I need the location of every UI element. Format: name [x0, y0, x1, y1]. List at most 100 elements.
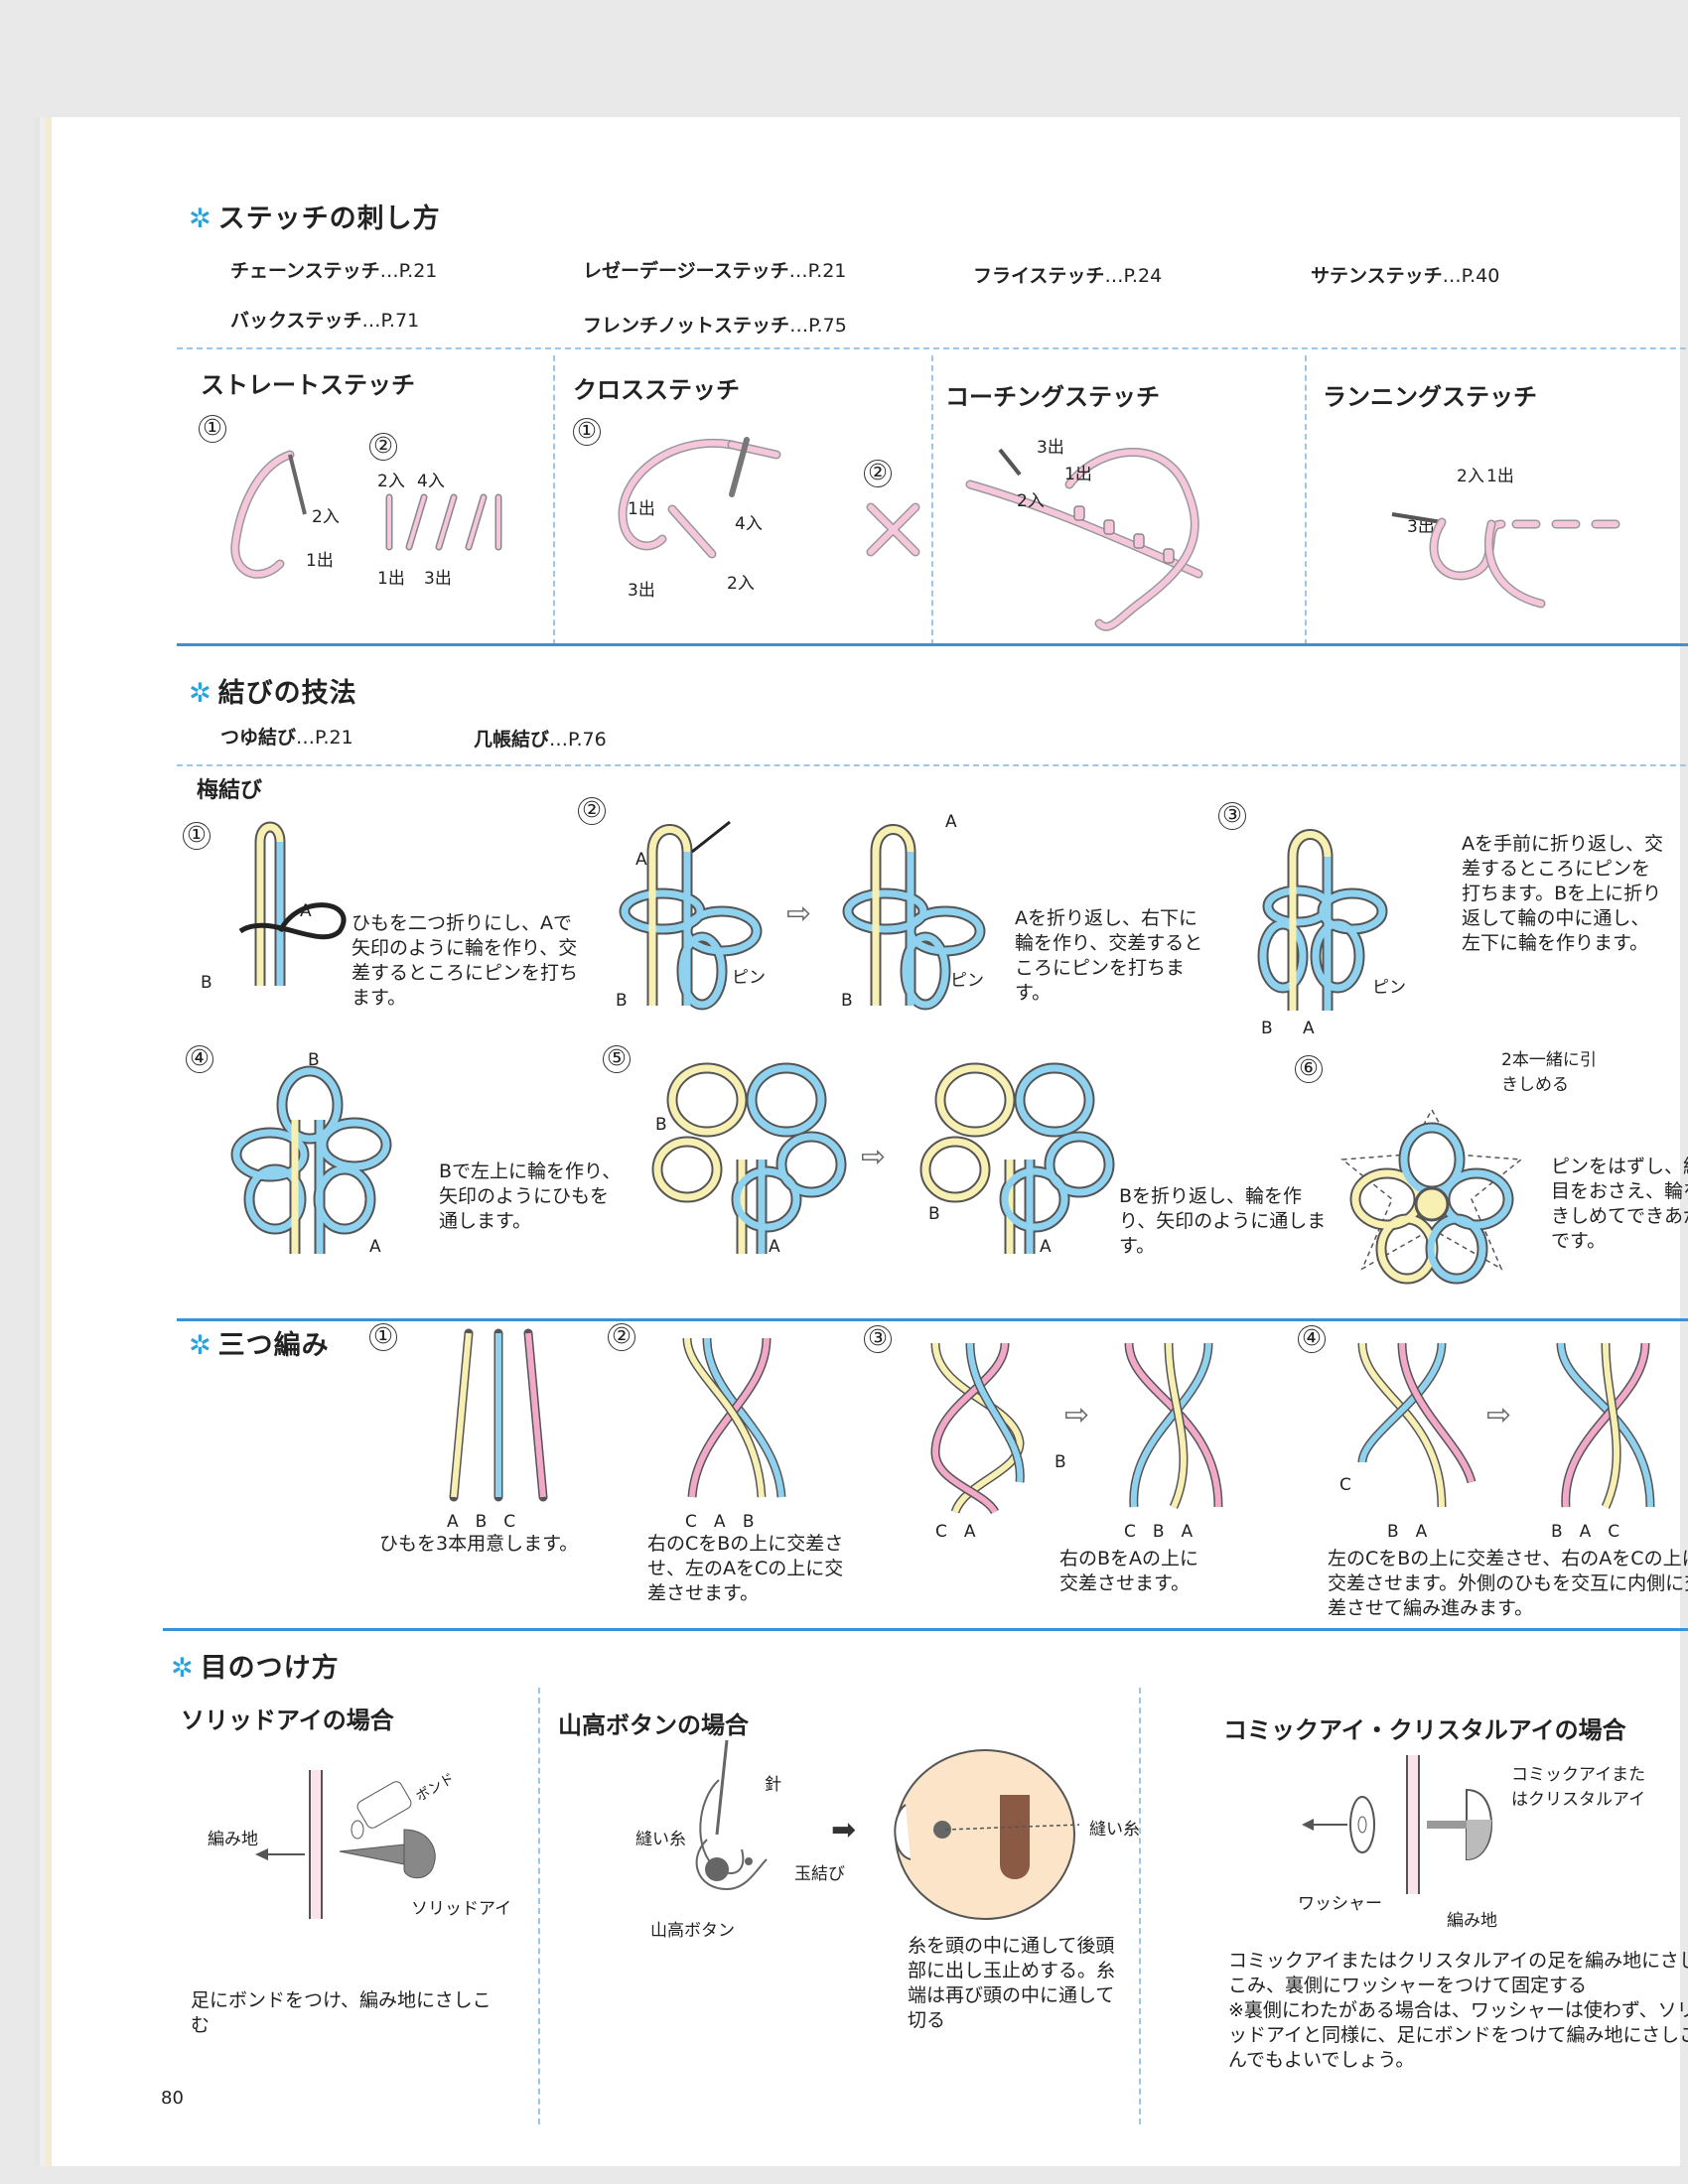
label: 1出 [1486, 467, 1514, 486]
straight-stitch-diagram-2 [385, 493, 502, 551]
button-label: 山高ボタン [650, 1921, 735, 1941]
knot-step-2-text: Aを折り返し、右下に輪を作り、交差するところにピンを打ちます。 [1015, 907, 1203, 1004]
comic-eye-note: ※裏側にわたがある場合は、ワッシャーは使わず、ソリッドアイと同様に、足にボンドを… [1228, 1999, 1688, 2071]
knot-step-3-diagram [1257, 829, 1388, 1011]
arrow-icon: ⇨ [1486, 1398, 1512, 1433]
thread-label-2: 縫い糸 [1089, 1820, 1140, 1840]
braid-step-1-text: ひもを3本用意します。 [379, 1533, 579, 1555]
knot-section-title: ✲結びの技法 [189, 678, 357, 709]
head-diagram [894, 1749, 1080, 1920]
straight-stitch-diagram-1 [230, 450, 307, 579]
couching-stitch-diagram [965, 448, 1203, 631]
running-stitch-diagram [1391, 512, 1620, 609]
solid-eye-diagram [255, 1770, 436, 1919]
comic-eye-diagram [1302, 1755, 1493, 1894]
step-number: ④ [186, 1045, 213, 1073]
comic-eye-label: コミックアイまたはクリスタルアイ [1511, 1765, 1646, 1810]
ref-back: バックステッチ…P.71 [230, 310, 420, 332]
ref-chain: チェーンステッチ…P.21 [230, 260, 438, 282]
label: 2入 [1457, 467, 1484, 486]
braid-step-1-letters: A B C [447, 1512, 516, 1532]
label-b: B [841, 991, 853, 1011]
label-b: B [1055, 1452, 1066, 1472]
fabric-label: 編み地 [208, 1830, 258, 1849]
label: 2入 [727, 574, 755, 594]
washer-label: ワッシャー [1298, 1894, 1382, 1914]
label-c: C [1339, 1475, 1351, 1495]
thread-label: 縫い糸 [635, 1830, 686, 1849]
step-number: ① [573, 418, 601, 446]
label-b: B [655, 1115, 667, 1135]
step-number: ① [199, 415, 226, 443]
knot-step-1-diagram [238, 821, 347, 986]
braid-step-3-diagram [930, 1342, 1025, 1515]
asterisk-icon: ✲ [189, 678, 212, 709]
ref-kicho: 几帳結び…P.76 [474, 729, 607, 751]
step-number: ② [369, 433, 397, 461]
step-number: ⑤ [603, 1045, 631, 1073]
label: 4入 [417, 472, 445, 491]
step-number: ② [578, 797, 606, 825]
step-number: ① [369, 1323, 397, 1351]
cross-stitch-diagram [618, 437, 781, 559]
label: 2入 [377, 472, 405, 491]
ref-lazy-daisy: レゼーデージーステッチ…P.21 [583, 260, 847, 282]
label: 3出 [628, 581, 655, 601]
couching-stitch-title: コーチングステッチ [945, 383, 1160, 411]
asterisk-icon: ✲ [171, 1653, 195, 1684]
straight-stitch-title: ストレートステッチ [201, 371, 415, 399]
knot-step-6-diagram [1340, 1108, 1523, 1285]
label-a: A [769, 1237, 780, 1257]
arrow-icon: ⇨ [786, 896, 812, 931]
braid-step-4-letters: B A [1387, 1522, 1428, 1542]
step-number: ① [183, 822, 211, 850]
label-a: A [300, 901, 312, 921]
cross-stitch-title: クロスステッチ [573, 376, 740, 404]
step-number: ⑥ [1295, 1055, 1323, 1083]
divider [931, 355, 933, 645]
label-a: A [945, 812, 957, 832]
section-divider [177, 643, 1688, 646]
label-a: A [1040, 1237, 1052, 1257]
braid-step-2-diagram [682, 1337, 786, 1498]
braid-step-3b-letters: C B A [1124, 1522, 1194, 1542]
label: 1出 [306, 551, 334, 571]
cross-stitch-x [866, 502, 920, 557]
label: 2入 [1017, 491, 1045, 511]
knot-step-2-diagram [619, 820, 763, 1011]
braid-step-4b-letters: B A C [1551, 1522, 1620, 1542]
section-divider [177, 1318, 1688, 1321]
braid-step-3b-diagram [1124, 1342, 1223, 1509]
ref-fly: フライステッチ…P.24 [973, 265, 1163, 287]
ref-tsuyu: つゆ結び…P.21 [220, 727, 353, 749]
ume-knot-title: 梅結び [197, 778, 263, 803]
stitch-section-title: ✲ステッチの刺し方 [189, 204, 441, 234]
label: 3出 [1037, 438, 1064, 458]
knot-step-3-text: Aを手前に折り返し、交差するところにピンを打ちます。Bを上に折り返して輪の中に通… [1462, 833, 1663, 954]
label: 1出 [377, 569, 405, 589]
label-b: B [201, 973, 212, 993]
asterisk-icon: ✲ [189, 1330, 212, 1361]
label-a: A [635, 850, 647, 870]
label-b: B [928, 1204, 940, 1224]
button-eye-text: 糸を頭の中に通して後頭部に出し玉止めする。糸端は再び頭の中に通して切る [908, 1935, 1116, 2031]
knot-step-6-text: ピンをはずし、結び目をおさえ、輪を引きしめてできあがりです。 [1551, 1156, 1688, 1252]
label-a: A [1303, 1019, 1315, 1038]
divider [177, 347, 1688, 349]
divider [1139, 1688, 1141, 2124]
needle-label: 針 [765, 1775, 781, 1795]
fabric-label: 編み地 [1447, 1911, 1497, 1931]
ref-satin: サテンステッチ…P.40 [1311, 265, 1500, 287]
step-number: ③ [1218, 802, 1246, 830]
label: 4入 [735, 514, 763, 534]
step-number: ④ [1298, 1325, 1326, 1353]
braid-section-title: ✲三つ編み [189, 1330, 330, 1361]
step-number: ② [864, 460, 892, 487]
page: ✲ステッチの刺し方 チェーンステッチ…P.21 レゼーデージーステッチ…P.21… [52, 117, 1688, 2166]
braid-step-2-letters: C A B [685, 1512, 755, 1532]
section-divider [163, 1628, 1688, 1631]
label-a: A [369, 1237, 381, 1257]
knot-step-5b-diagram [919, 1062, 1115, 1254]
knot-step-1-text: ひもを二つ折りにし、Aで矢印のように輪を作り、交差するところにピンを打ちます。 [352, 912, 579, 1009]
running-stitch-title: ランニングステッチ [1323, 383, 1537, 411]
